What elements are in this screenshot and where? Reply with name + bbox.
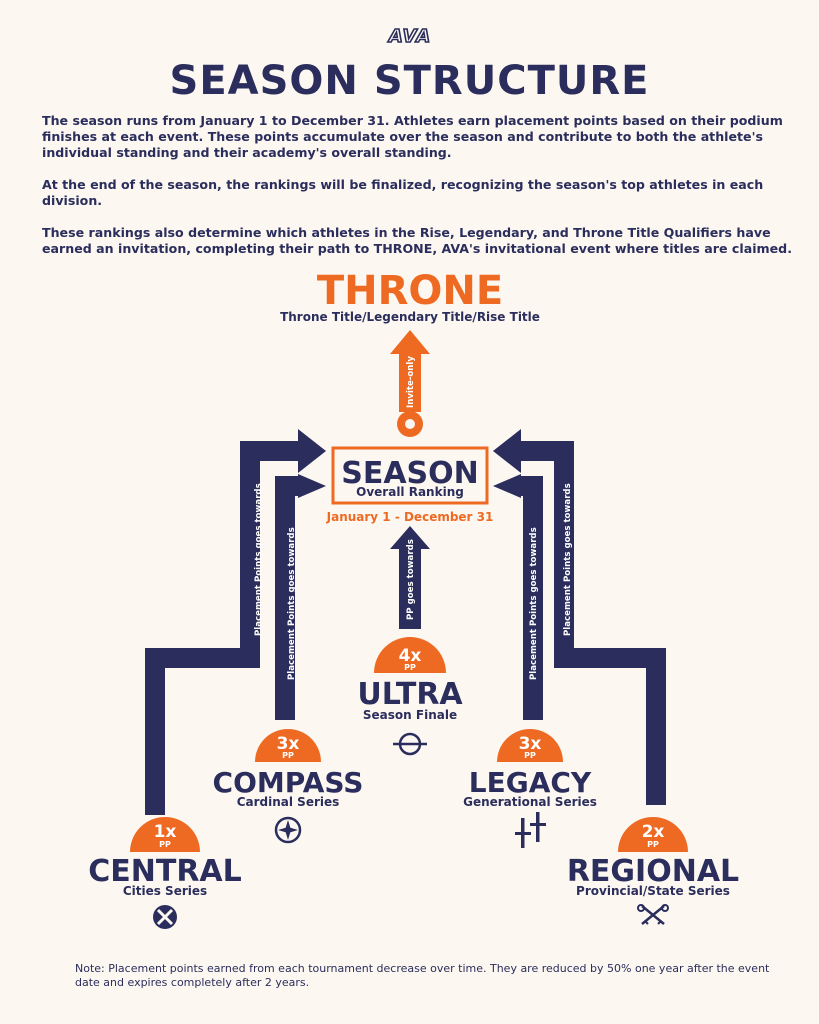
intro-paragraph-2: At the end of the season, the rankings w…: [42, 177, 764, 208]
ava-logo: AVA: [0, 25, 819, 50]
regional-multiplier: 2x: [642, 822, 665, 842]
compass-arrow-label: Placement Points goes towards: [287, 527, 297, 680]
invite-only-label: Invite-only: [406, 356, 416, 408]
season-dates: January 1 - December 31: [326, 510, 494, 524]
intro-text: The season runs from January 1 to Decemb…: [42, 113, 792, 273]
central-subtitle: Cities Series: [123, 884, 207, 898]
crossed-keys-icon: [637, 904, 669, 925]
central-multiplier: 1x: [154, 822, 177, 842]
swords-icon: [515, 812, 546, 848]
ultra-to-season-arrow: PP goes towards: [390, 526, 430, 629]
ultra-multiplier: 4x: [399, 646, 422, 666]
legacy-name: LEGACY: [469, 766, 592, 799]
intro-paragraph-1: The season runs from January 1 to Decemb…: [42, 113, 783, 160]
throne-title: THRONE: [317, 268, 503, 314]
ultra-subtitle: Season Finale: [363, 708, 457, 722]
logo-text: AVA: [386, 26, 430, 46]
ring-icon: [393, 732, 427, 756]
compass-name: COMPASS: [213, 766, 364, 799]
footnote: Note: Placement points earned from each …: [75, 962, 770, 989]
compass-multiplier: 3x: [277, 734, 300, 754]
legacy-multiplier: 3x: [519, 734, 542, 754]
regional-unit: PP: [647, 840, 659, 849]
central-name: CENTRAL: [88, 854, 242, 889]
regional-event: 2x PP REGIONAL Provincial/State Series: [567, 817, 739, 925]
regional-subtitle: Provincial/State Series: [576, 884, 730, 898]
compass-icon: [274, 816, 302, 844]
ava-logo-mark: AVA: [386, 25, 431, 48]
ultra-name: ULTRA: [357, 677, 463, 712]
legacy-subtitle: Generational Series: [463, 795, 597, 809]
compass-subtitle: Cardinal Series: [237, 795, 340, 809]
cross-circle-icon: [153, 905, 177, 929]
legacy-unit: PP: [524, 751, 536, 760]
regional-to-season-arrow: Placement Points goes towards: [493, 429, 666, 805]
ultra-arrow-label: PP goes towards: [406, 539, 416, 620]
ultra-event: 4x PP ULTRA Season Finale: [357, 637, 463, 756]
season-subtitle: Overall Ranking: [356, 485, 464, 499]
central-to-season-arrow: Placement Points goes towards: [145, 429, 326, 815]
legacy-to-season-arrow: Placement Points goes towards: [493, 474, 543, 720]
season-box: SEASON Overall Ranking: [331, 446, 489, 505]
invite-only-arrow: Invite-only: [390, 330, 430, 437]
legacy-arrow-label: Placement Points goes towards: [529, 527, 539, 680]
compass-to-season-arrow: Placement Points goes towards: [275, 474, 326, 720]
central-unit: PP: [159, 840, 171, 849]
central-event: 1x PP CENTRAL Cities Series: [88, 817, 242, 929]
compass-event: 3x PP COMPASS Cardinal Series: [213, 729, 364, 844]
compass-unit: PP: [282, 751, 294, 760]
throne-subtitle: Throne Title/Legendary Title/Rise Title: [280, 310, 540, 324]
ultra-unit: PP: [404, 663, 416, 672]
page-title: SEASON STRUCTURE: [169, 58, 650, 104]
central-arrow-label: Placement Points goes towards: [254, 483, 264, 636]
season-title: SEASON: [341, 456, 479, 491]
intro-paragraph-3: These rankings also determine which athl…: [42, 225, 792, 256]
regional-name: REGIONAL: [567, 854, 739, 889]
regional-arrow-label: Placement Points goes towards: [563, 483, 573, 636]
legacy-event: 3x PP LEGACY Generational Series: [463, 729, 597, 848]
